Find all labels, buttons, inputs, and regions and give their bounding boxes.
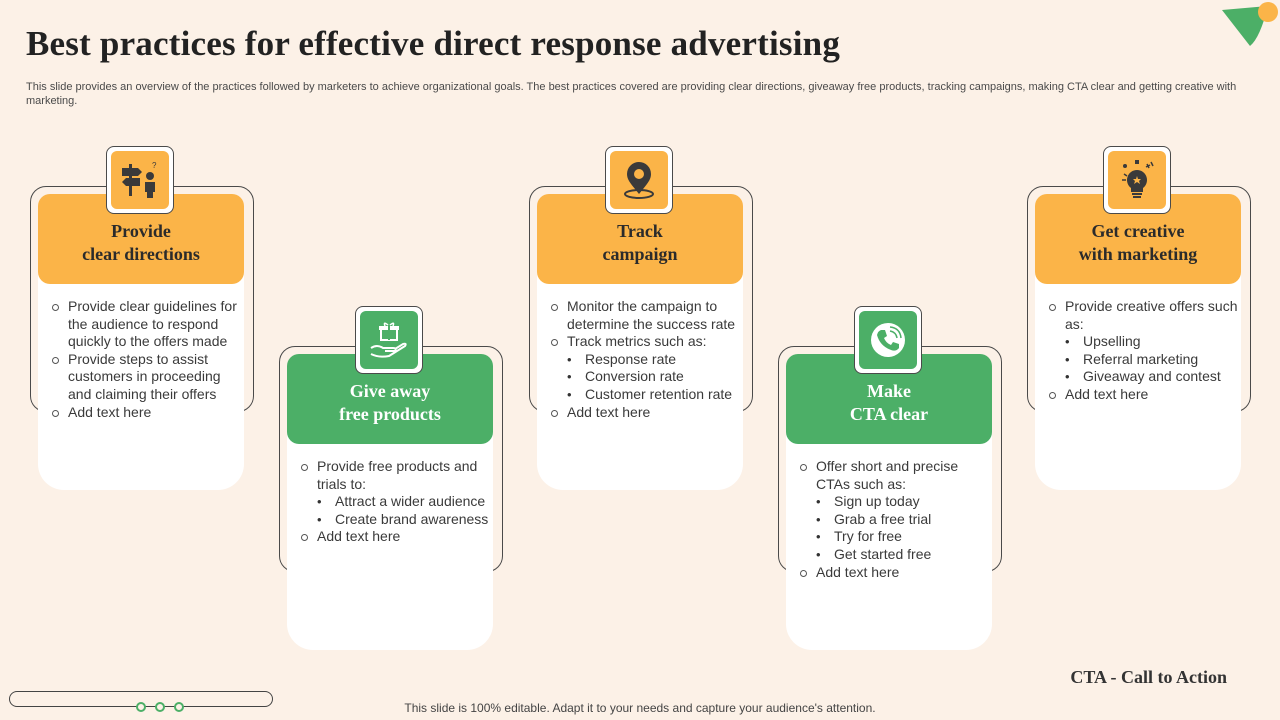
card-icon-frame xyxy=(605,146,673,214)
card-body: Monitor the campaign to determine the su… xyxy=(545,298,741,421)
phone-call-icon xyxy=(859,311,917,369)
card-icon-frame xyxy=(1103,146,1171,214)
card-icon-frame xyxy=(854,306,922,374)
card-title-line1: Provide xyxy=(111,221,171,241)
creative-lightbulb-icon xyxy=(1108,151,1166,209)
list-item: Add text here xyxy=(46,404,242,422)
direction-signpost-icon: ? xyxy=(111,151,169,209)
card-title-line2: with marketing xyxy=(1078,244,1198,264)
card-title-line2: campaign xyxy=(602,244,678,264)
card-body: Provide creative offers such as: Upselli… xyxy=(1043,298,1239,404)
card-title-line2: free products xyxy=(339,404,441,424)
sub-list-item: Referral marketing xyxy=(1065,351,1239,369)
sub-list-item: Create brand awareness xyxy=(317,511,491,529)
list-item: Monitor the campaign to determine the su… xyxy=(545,298,741,333)
card-title-line2: clear directions xyxy=(82,244,200,264)
footer-dot-icon xyxy=(174,702,184,712)
sub-list-item: Grab a free trial xyxy=(816,511,990,529)
card-icon-frame: ? xyxy=(106,146,174,214)
list-item-text: Provide creative offers such as: xyxy=(1065,298,1238,332)
card-title-line2: CTA clear xyxy=(849,404,929,424)
sub-list-item: Get started free xyxy=(816,546,990,564)
list-item: Provide creative offers such as: Upselli… xyxy=(1043,298,1239,386)
sub-list-item: Try for free xyxy=(816,528,990,546)
list-item: Add text here xyxy=(295,528,491,546)
gift-hand-icon xyxy=(360,311,418,369)
cta-abbreviation-note: CTA - Call to Action xyxy=(1070,667,1227,687)
sub-list-item: Customer retention rate xyxy=(567,386,741,404)
list-item-text: Track metrics such as: xyxy=(567,333,707,350)
card-body: Offer short and precise CTAs such as: Si… xyxy=(794,458,990,581)
list-item: Provide free products and trials to: Att… xyxy=(295,458,491,528)
sub-list-item: Conversion rate xyxy=(567,368,741,386)
card-title-line1: Make xyxy=(867,381,911,401)
page-subtitle: This slide provides an overview of the p… xyxy=(26,81,1237,107)
sub-list-item: Attract a wider audience xyxy=(317,493,491,511)
footer-note: This slide is 100% editable. Adapt it to… xyxy=(404,701,876,715)
card-title-line1: Track xyxy=(617,221,663,241)
card-icon-frame xyxy=(355,306,423,374)
card-title-line1: Give away xyxy=(349,381,431,401)
svg-text:?: ? xyxy=(152,161,157,170)
page-title: Best practices for effective direct resp… xyxy=(26,24,841,63)
footer-dot-icon xyxy=(136,702,146,712)
card-body: Provide free products and trials to: Att… xyxy=(295,458,491,546)
sub-list-item: Upselling xyxy=(1065,333,1239,351)
list-item: Provide steps to assist customers in pro… xyxy=(46,351,242,404)
card-title-line1: Get creative xyxy=(1091,221,1185,241)
list-item-text: Provide free products and trials to: xyxy=(317,458,478,492)
footer-dot-icon xyxy=(155,702,165,712)
list-item: Offer short and precise CTAs such as: Si… xyxy=(794,458,990,564)
list-item: Add text here xyxy=(1043,386,1239,404)
list-item: Provide clear guidelines for the audienc… xyxy=(46,298,242,351)
list-item: Track metrics such as: Response rate Con… xyxy=(545,333,741,403)
list-item: Add text here xyxy=(794,564,990,582)
sub-list-item: Sign up today xyxy=(816,493,990,511)
card-body: Provide clear guidelines for the audienc… xyxy=(46,298,242,421)
sub-list-item: Giveaway and contest xyxy=(1065,368,1239,386)
sub-list-item: Response rate xyxy=(567,351,741,369)
list-item-text: Offer short and precise CTAs such as: xyxy=(816,458,959,492)
corner-decoration-icon xyxy=(1222,2,1278,46)
location-pin-icon xyxy=(610,151,668,209)
list-item: Add text here xyxy=(545,404,741,422)
